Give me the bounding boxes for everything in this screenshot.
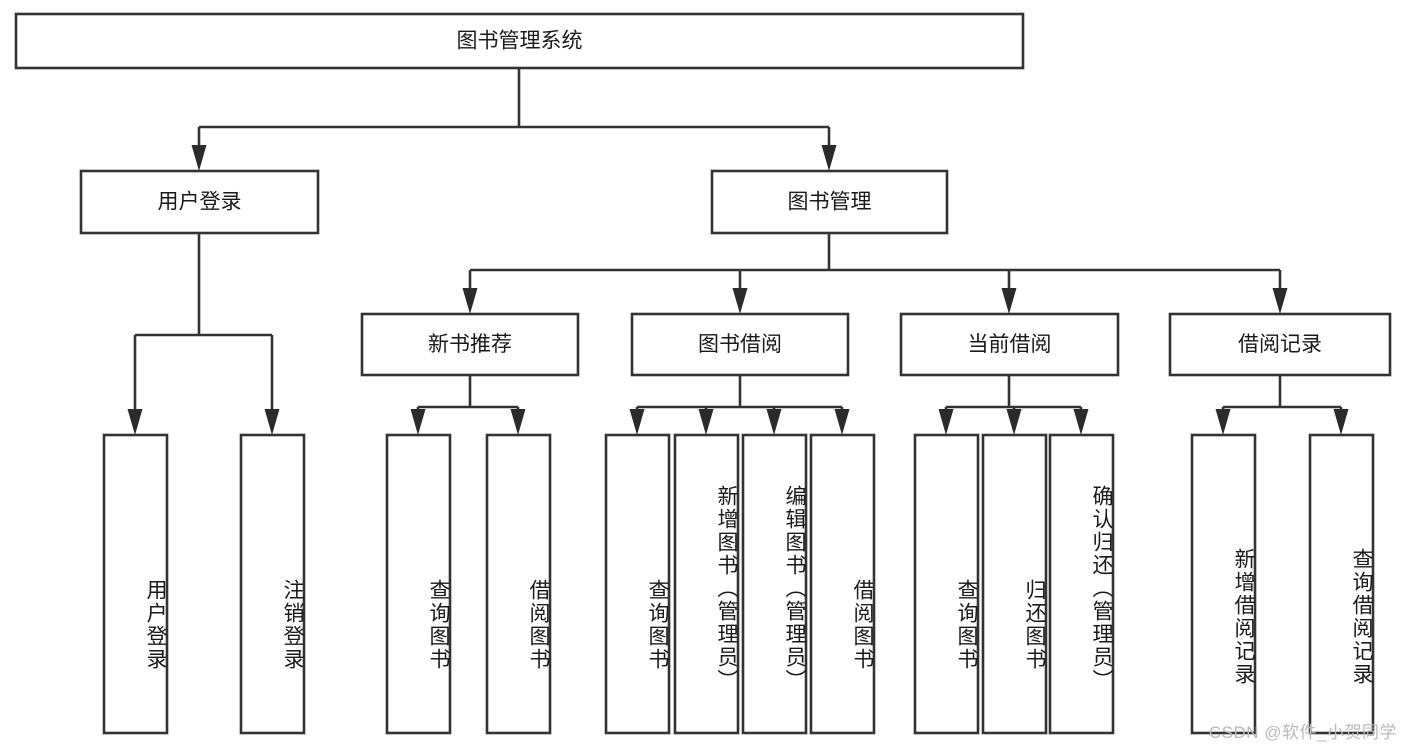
node-level2-book-management[interactable]	[710, 169, 949, 235]
node-leaf-leaf-logout[interactable]	[239, 433, 306, 735]
connector-new-book-recommend	[410, 375, 526, 435]
connector-root	[191, 68, 837, 171]
arrow-head-icon	[629, 409, 645, 435]
arrow-head-icon	[1006, 409, 1022, 435]
arrow-head-icon	[191, 145, 207, 171]
node-leaf-leaf-query-book-current[interactable]	[913, 433, 980, 735]
connector-user-login	[127, 233, 280, 435]
node-label-borrow-record: 借阅记录	[1238, 333, 1322, 356]
node-leaf-leaf-user-login[interactable]	[102, 433, 169, 735]
connector-current-borrow	[938, 375, 1089, 435]
node-label-current-borrow: 当前借阅	[968, 333, 1052, 356]
arrow-head-icon	[462, 288, 478, 314]
node-leaf-leaf-borrow-book[interactable]	[809, 433, 876, 735]
node-leaf-leaf-confirm-return[interactable]	[1048, 433, 1115, 735]
node-level3-borrow-record[interactable]	[1168, 312, 1392, 377]
node-box-layer	[14, 12, 1392, 735]
node-leaf-leaf-add-borrow-record[interactable]	[1190, 433, 1257, 735]
arrow-head-icon	[264, 409, 280, 435]
node-leaf-leaf-query-book-recommend[interactable]	[385, 433, 452, 735]
node-label-new-book-recommend: 新书推荐	[428, 333, 512, 356]
connector-book-management	[462, 233, 1288, 314]
node-level3-current-borrow[interactable]	[899, 312, 1120, 377]
node-label-root: 图书管理系统	[457, 30, 583, 53]
node-label-book-borrow: 图书借阅	[698, 333, 782, 356]
node-leaf-leaf-query-book-borrow[interactable]	[604, 433, 671, 735]
arrow-head-icon	[938, 409, 954, 435]
arrow-head-icon	[127, 409, 143, 435]
node-leaf-leaf-query-borrow-record[interactable]	[1308, 433, 1375, 735]
arrow-head-icon	[766, 409, 782, 435]
arrow-head-icon	[1215, 409, 1231, 435]
node-leaf-leaf-add-book[interactable]	[673, 433, 740, 735]
arrow-head-icon	[732, 288, 748, 314]
connector-layer	[127, 68, 1349, 435]
node-level2-user-login[interactable]	[79, 169, 320, 235]
arrow-head-icon	[1333, 409, 1349, 435]
node-root-root[interactable]	[14, 12, 1025, 70]
connector-borrow-record	[1215, 375, 1349, 435]
arrow-head-icon	[410, 409, 426, 435]
node-level3-new-book-recommend[interactable]	[360, 312, 580, 377]
node-label-book-management: 图书管理	[788, 191, 872, 214]
arrow-head-icon	[1272, 288, 1288, 314]
node-label-user-login: 用户登录	[158, 191, 242, 214]
arrow-head-icon	[1073, 409, 1089, 435]
watermark-text: CSDN @软件_小贺同学	[1208, 723, 1397, 742]
arrow-head-icon	[698, 409, 714, 435]
arrow-head-icon	[1001, 288, 1017, 314]
node-leaf-leaf-edit-book[interactable]	[741, 433, 808, 735]
arrow-head-icon	[510, 409, 526, 435]
node-leaf-leaf-borrow-book-recommend[interactable]	[485, 433, 552, 735]
arrow-head-icon	[834, 409, 850, 435]
arrow-head-icon	[821, 145, 837, 171]
node-level3-book-borrow[interactable]	[630, 312, 850, 377]
node-leaf-leaf-return-book[interactable]	[981, 433, 1048, 735]
connector-book-borrow	[629, 375, 850, 435]
